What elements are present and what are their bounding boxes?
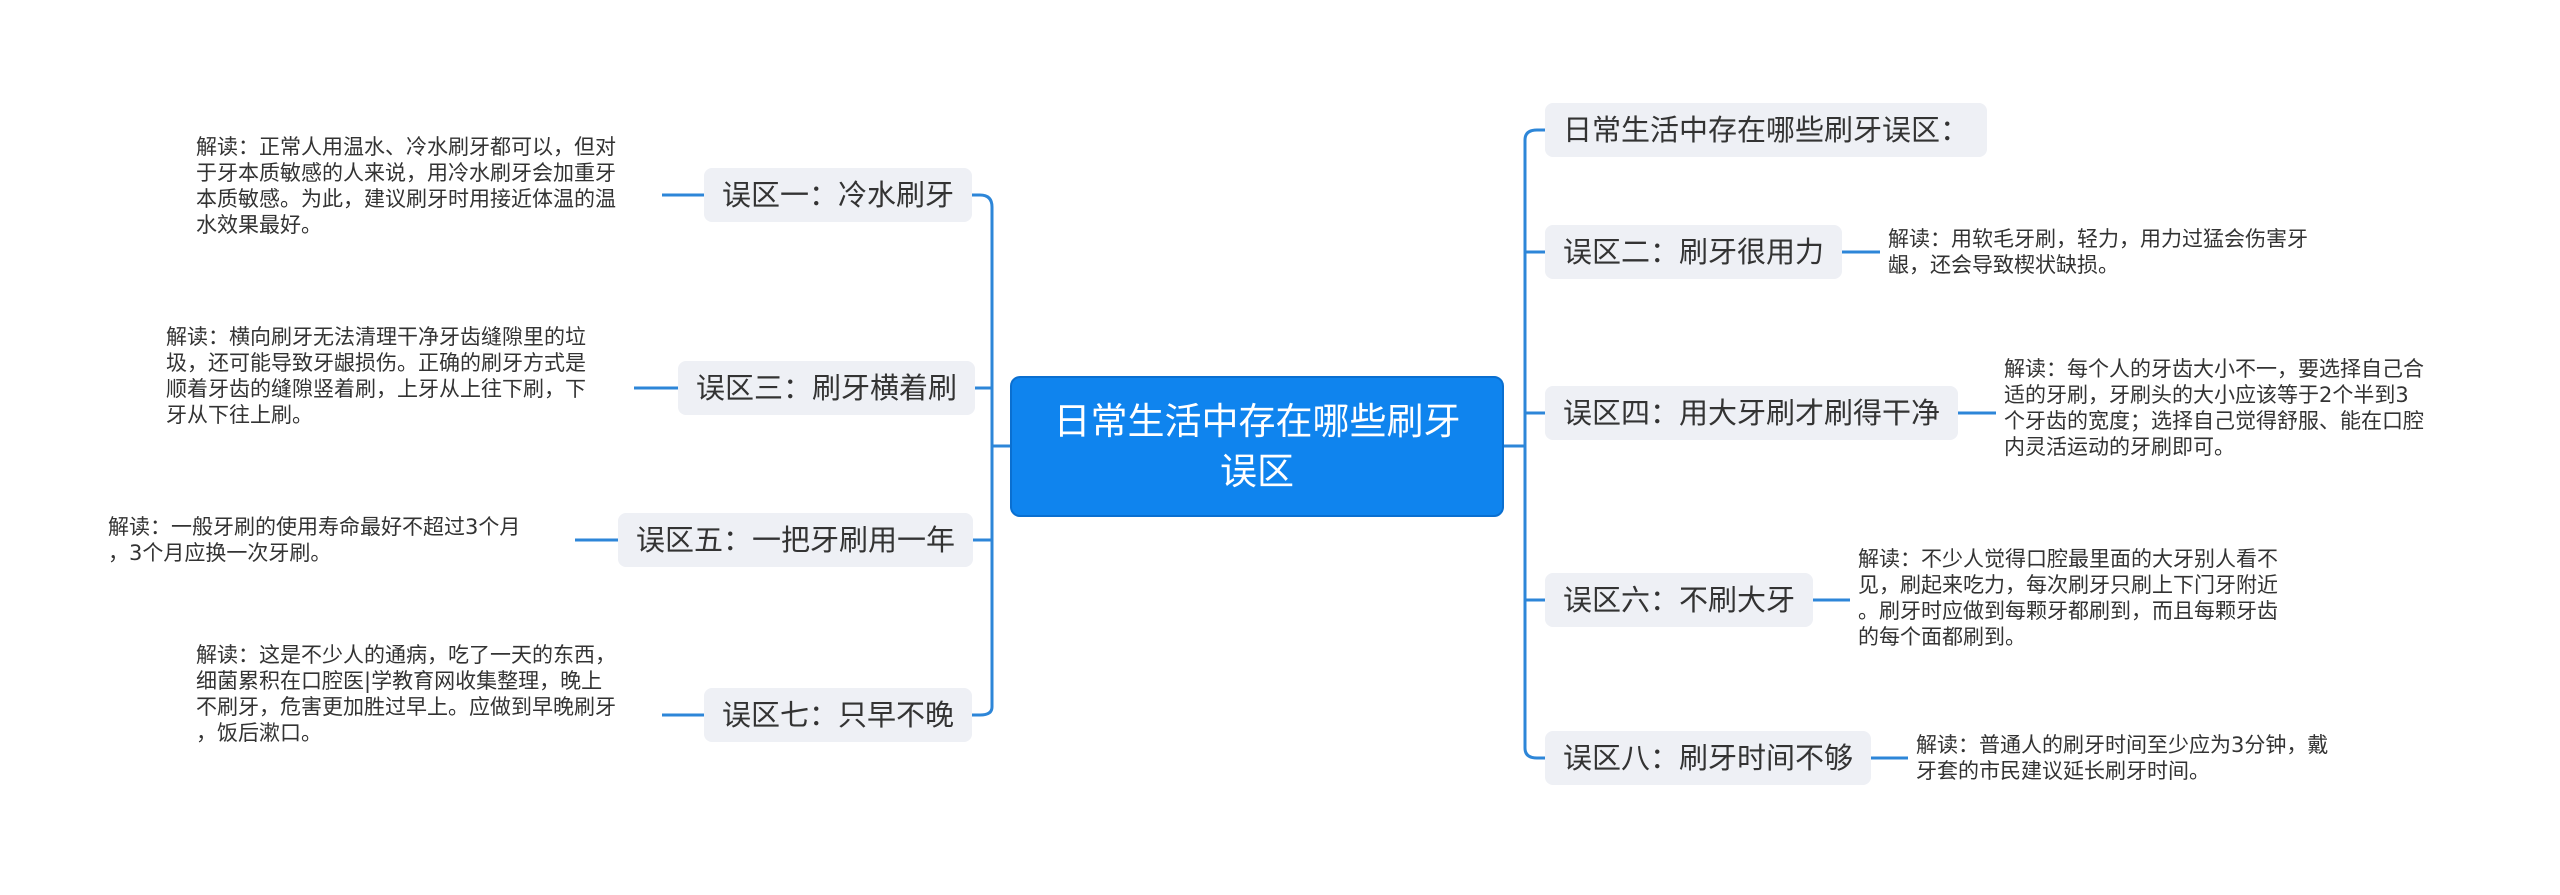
topic-myth-8[interactable]: 误区八：刷牙时间不够	[1545, 731, 1872, 785]
topic-myth-4[interactable]: 误区四：用大牙刷才刷得干净	[1545, 386, 1959, 440]
topic-myth-7[interactable]: 误区七：只早不晚	[704, 688, 973, 742]
note-myth-2: 解读：用软毛牙刷，轻力，用力过猛会伤害牙 龈，还会导致楔状缺损。	[1888, 227, 2308, 277]
central-topic[interactable]: 日常生活中存在哪些刷牙误区	[1010, 376, 1504, 517]
note-myth-1: 解读：正常人用温水、冷水刷牙都可以，但对 于牙本质敏感的人来说，用冷水刷牙会加重…	[196, 135, 616, 237]
topic-myth-1[interactable]: 误区一：冷水刷牙	[704, 168, 973, 222]
topic-myth-5[interactable]: 误区五：一把牙刷用一年	[618, 513, 974, 567]
topic-myth-3[interactable]: 误区三：刷牙横着刷	[678, 361, 976, 415]
note-myth-8: 解读：普通人的刷牙时间至少应为3分钟，戴 牙套的市民建议延长刷牙时间。	[1916, 733, 2329, 783]
note-myth-6: 解读：不少人觉得口腔最里面的大牙别人看不 见，刷起来吃力，每次刷牙只刷上下门牙附…	[1858, 547, 2278, 649]
note-myth-5: 解读：一般牙刷的使用寿命最好不超过3个月 ，3个月应换一次牙刷。	[108, 515, 521, 565]
right-topic-header[interactable]: 日常生活中存在哪些刷牙误区：	[1545, 103, 1988, 157]
note-myth-3: 解读：横向刷牙无法清理干净牙齿缝隙里的垃 圾，还可能导致牙龈损伤。正确的刷牙方式…	[166, 325, 586, 427]
note-myth-7: 解读：这是不少人的通病，吃了一天的东西， 细菌累积在口腔医|学教育网收集整理，晚…	[196, 643, 616, 745]
topic-myth-6[interactable]: 误区六：不刷大牙	[1545, 573, 1814, 627]
note-myth-4: 解读：每个人的牙齿大小不一，要选择自己合 适的牙刷，牙刷头的大小应该等于2个半到…	[2004, 357, 2424, 459]
topic-myth-2[interactable]: 误区二：刷牙很用力	[1545, 225, 1843, 279]
